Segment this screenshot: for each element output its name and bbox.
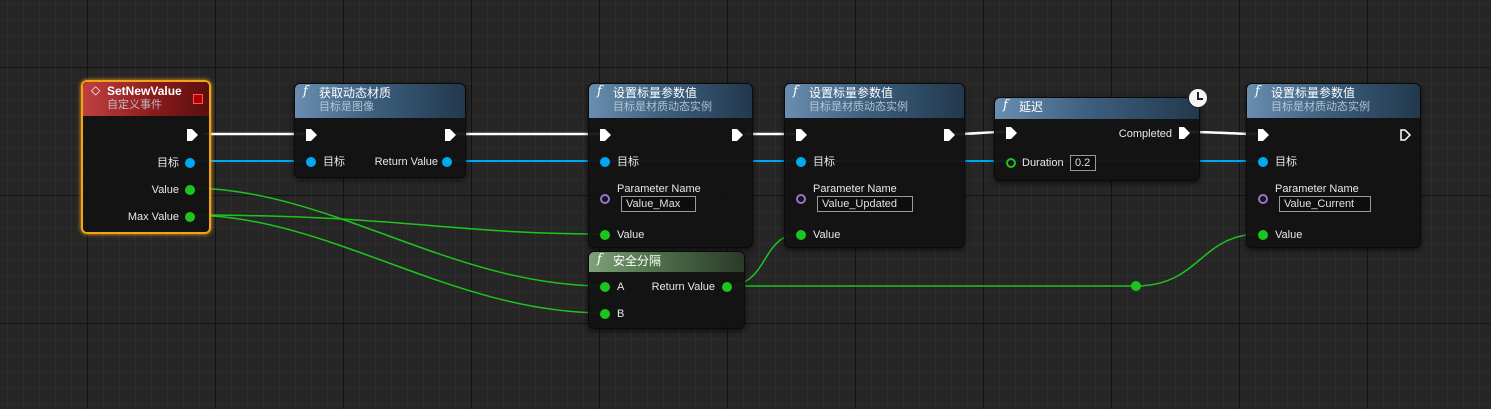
node-title: 设置标量参数值 [613,86,698,100]
exec-out-pin[interactable] [1400,129,1411,141]
parameter-name-field[interactable]: Value_Updated [817,196,913,212]
parameter-name-in-pin[interactable] [1258,194,1268,204]
pin-label-parameter-name: Parameter Name [617,183,701,195]
target-in-pin[interactable] [1258,157,1268,167]
reroute-node[interactable] [1131,281,1141,291]
pin-label-parameter-name: Parameter Name [1275,183,1359,195]
pin-label-target: 目标 [1275,156,1297,168]
set-scalar-param-node-3[interactable]: f 设置标量参数值 目标是材质动态实例 目标 Parameter Name Va… [1246,83,1421,248]
pin-label-a: A [617,281,625,293]
delay-header[interactable]: f 延迟 [995,98,1199,119]
node-title: 延迟 [1019,100,1044,114]
event-diamond-icon: ◇ [91,83,101,97]
exec-in-pin[interactable] [600,129,611,141]
parameter-name-in-pin[interactable] [600,194,610,204]
return-value-out-pin[interactable] [722,282,732,292]
exec-in-pin[interactable] [796,129,807,141]
node-title: 设置标量参数值 [1271,86,1356,100]
value-out-pin[interactable] [185,185,195,195]
exec-out-pin[interactable] [445,129,456,141]
function-icon: f [1003,98,1008,113]
exec-in-pin[interactable] [1006,127,1017,139]
function-icon: f [793,84,798,99]
pin-label-value: Value [617,229,645,241]
node-subtitle: 目标是材质动态实例 [809,101,908,113]
node-subtitle: 目标是材质动态实例 [613,101,712,113]
node-subtitle: 目标是图像 [319,101,374,113]
target-in-pin[interactable] [796,157,806,167]
pin-label-max-value: Max Value [127,211,179,223]
target-in-pin[interactable] [600,157,610,167]
parameter-name-field[interactable]: Value_Current [1279,196,1371,212]
b-in-pin[interactable] [600,309,610,319]
float-wire [188,214,605,314]
pin-label-completed: Completed [1118,128,1172,140]
pin-label-b: B [617,308,625,320]
node-title: 安全分隔 [613,254,662,268]
return-value-out-pin[interactable] [442,157,452,167]
event-subtitle: 自定义事件 [107,99,162,111]
pin-label-value: Value [1275,229,1303,241]
parameter-name-in-pin[interactable] [796,194,806,204]
target-in-pin[interactable] [306,157,316,167]
safe-divide-node[interactable]: f 安全分隔 A Return Value B [588,251,745,329]
max-value-out-pin[interactable] [185,212,195,222]
value-in-pin[interactable] [796,230,806,240]
custom-event-header[interactable]: ◇ SetNewValue 自定义事件 [83,82,209,116]
get-dynamic-material-header[interactable]: f 获取动态材质 目标是图像 [295,84,465,118]
delegate-pin-icon[interactable] [193,94,203,104]
float-wire [188,214,605,235]
function-icon: f [303,84,308,99]
exec-out-pin[interactable] [732,129,743,141]
pin-label-target: 目标 [617,156,639,168]
set-scalar-param-header[interactable]: f 设置标量参数值 目标是材质动态实例 [785,84,964,118]
exec-in-pin[interactable] [306,129,317,141]
a-in-pin[interactable] [600,282,610,292]
pin-label-return-value: Return Value [374,156,438,168]
float-wire [1135,233,1261,287]
set-scalar-param-header[interactable]: f 设置标量参数值 目标是材质动态实例 [1247,84,1420,118]
delay-node[interactable]: f 延迟 Completed Duration 0.2 [994,97,1200,181]
float-wire [188,187,605,287]
function-icon: f [597,252,602,267]
pin-label-value: Value [151,184,179,196]
function-icon: f [1255,84,1260,99]
duration-in-pin[interactable] [1006,158,1016,168]
value-in-pin[interactable] [1258,230,1268,240]
node-title: 设置标量参数值 [809,86,894,100]
event-title: SetNewValue [107,84,182,98]
clock-icon [1188,88,1208,108]
target-out-pin[interactable] [185,158,195,168]
pin-label-target: 目标 [157,157,179,169]
value-in-pin[interactable] [600,230,610,240]
safe-divide-header[interactable]: f 安全分隔 [589,252,744,272]
exec-in-pin[interactable] [1258,129,1269,141]
set-scalar-param-node-2[interactable]: f 设置标量参数值 目标是材质动态实例 目标 Parameter Name Va… [784,83,965,248]
pin-label-target: 目标 [813,156,835,168]
get-dynamic-material-node[interactable]: f 获取动态材质 目标是图像 目标 Return Value [294,83,466,178]
custom-event-node[interactable]: ◇ SetNewValue 自定义事件 目标 Value Max Value [81,80,211,234]
parameter-name-field[interactable]: Value_Max [621,196,696,212]
pin-label-target: 目标 [323,156,345,168]
pin-label-duration: Duration [1022,157,1064,169]
node-title: 获取动态材质 [319,86,392,100]
exec-out-pin[interactable] [187,129,198,141]
set-scalar-param-node-1[interactable]: f 设置标量参数值 目标是材质动态实例 目标 Parameter Name Va… [588,83,753,248]
pin-label-return-value: Return Value [651,281,715,293]
set-scalar-param-header[interactable]: f 设置标量参数值 目标是材质动态实例 [589,84,752,118]
completed-out-pin[interactable] [1179,127,1190,139]
duration-field[interactable]: 0.2 [1070,155,1096,171]
pin-label-parameter-name: Parameter Name [813,183,897,195]
node-subtitle: 目标是材质动态实例 [1271,101,1370,113]
exec-out-pin[interactable] [944,129,955,141]
function-icon: f [597,84,602,99]
pin-label-value: Value [813,229,841,241]
